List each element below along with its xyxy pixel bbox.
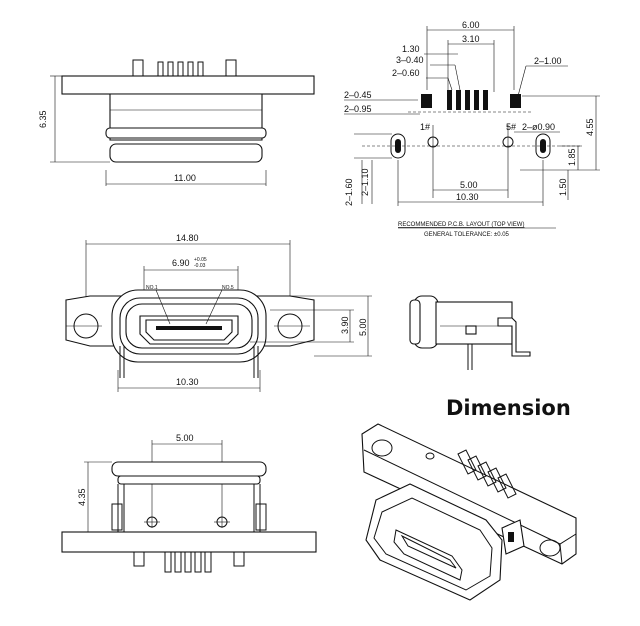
- pcb-layout: 6.00 3.10 1.30 3–0.40 2–0.60 2–1.00 2–0.…: [344, 20, 600, 238]
- pin: [497, 317, 531, 357]
- label-1-30: 1.30: [402, 44, 420, 54]
- label-4-55: 4.55: [585, 118, 595, 136]
- rear-view: 5.00 4.35: [61, 433, 317, 573]
- label-6-00: 6.00: [462, 20, 480, 30]
- flange: [61, 531, 317, 553]
- label-hole-0-90: 2–ø0.90: [522, 122, 555, 132]
- label-2-0-60: 2–0.60: [392, 68, 420, 78]
- gasket: [105, 127, 267, 139]
- nose: [109, 143, 263, 163]
- front-view: 14.80 6.90 +0.05 -0.03 NO.1 NO.5: [65, 233, 372, 392]
- label-3-0-40: 3–0.40: [396, 55, 424, 65]
- pin: [225, 59, 237, 77]
- side-profile: [409, 295, 531, 370]
- housing: [365, 483, 503, 601]
- contact-tongue: [156, 326, 222, 330]
- smd-pads: [421, 90, 521, 110]
- label-1-85: 1.85: [567, 148, 577, 166]
- height-label: 6.35: [38, 110, 48, 128]
- width-label: 11.00: [174, 173, 196, 183]
- label-4-35: 4.35: [77, 488, 87, 506]
- label-2-0-95: 2–0.95: [344, 104, 372, 114]
- latch: [465, 325, 477, 335]
- peg: [425, 452, 435, 460]
- label-2-1-00: 2–1.00: [534, 56, 562, 66]
- pin: [132, 59, 144, 77]
- pcb-caption-line1: RECOMMENDED P.C.B. LAYOUT (TOP VIEW): [398, 222, 524, 228]
- label-10-30: 10.30: [456, 192, 479, 202]
- pin-5-label: 5#: [506, 122, 516, 132]
- label-2-1-10: 2–1.10: [360, 168, 370, 196]
- label-3-10: 3.10: [462, 34, 480, 44]
- no5-label: NO.5: [222, 285, 234, 291]
- label-1-50: 1.50: [558, 178, 568, 196]
- usb-port: [393, 529, 463, 581]
- flange: [361, 423, 577, 565]
- label-2-1-60: 2–1.60: [344, 178, 354, 206]
- label-5-00: 5.00: [460, 180, 478, 190]
- pin-group: [457, 449, 517, 499]
- pin-group: [157, 61, 204, 77]
- mount-hole: [539, 539, 561, 557]
- no1-label: NO.1: [146, 285, 158, 291]
- side-view-top: 6.35 11.00: [38, 59, 315, 186]
- pcb-caption-line2: GENERAL TOLERANCE: ±0.05: [424, 232, 510, 238]
- label-5-00-bottom: 5.00: [176, 433, 194, 443]
- mount-hole: [371, 439, 393, 457]
- tol-plus: +0.05: [194, 257, 207, 263]
- flange: [61, 75, 315, 95]
- gasket: [111, 461, 267, 477]
- tol-minus: -0.03: [194, 263, 206, 269]
- label-5-00-v: 5.00: [358, 318, 368, 336]
- label-14-80: 14.80: [176, 233, 199, 243]
- heading: Dimension: [446, 396, 571, 420]
- label-3-90: 3.90: [340, 316, 350, 334]
- label-2-0-45: 2–0.45: [344, 90, 372, 100]
- pin-group: [164, 551, 212, 573]
- label-10-30-front: 10.30: [176, 377, 199, 387]
- pin-1-label: 1#: [420, 122, 430, 132]
- isometric-view: [361, 423, 577, 601]
- label-6-90: 6.90: [172, 258, 190, 268]
